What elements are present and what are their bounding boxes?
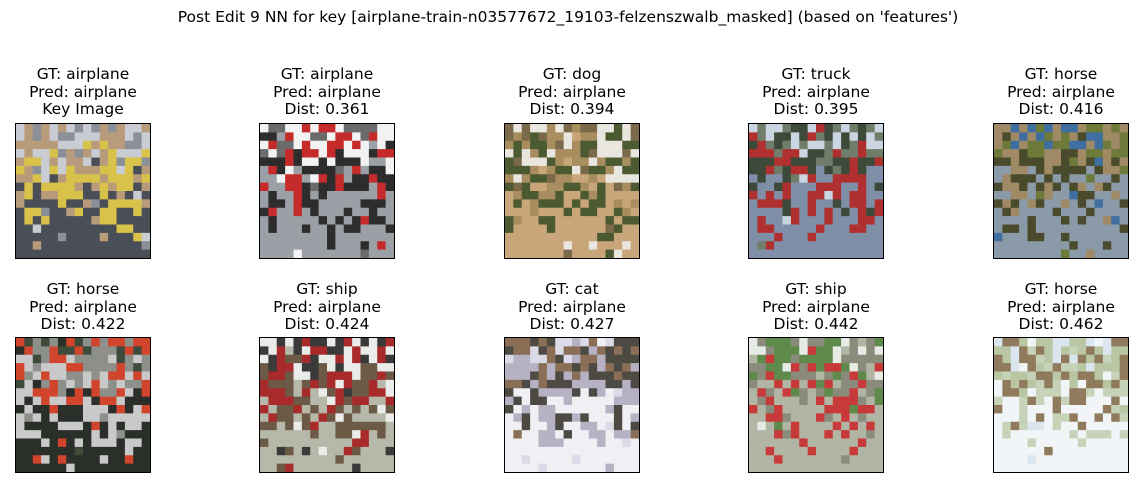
thumbnail-pixels [260, 124, 394, 258]
thumbnail-pixels [16, 124, 150, 258]
neighbor-image-thumbnail [504, 337, 640, 473]
neighbor-image-thumbnail [259, 337, 395, 473]
pred-label: Pred: airplane [29, 297, 137, 316]
neighbor-image-thumbnail [993, 337, 1129, 473]
neighbor-image-thumbnail [748, 337, 884, 473]
pred-label: Pred: airplane [273, 82, 381, 101]
gt-label: GT: airplane [36, 65, 130, 83]
pred-label: Pred: airplane [762, 82, 870, 101]
key-image-label: Key Image [42, 100, 124, 118]
neighbor-image-thumbnail [504, 123, 640, 259]
pred-label: Pred: airplane [273, 297, 381, 316]
distance-label: Dist: 0.416 [1018, 100, 1104, 118]
thumbnail-pixels [749, 124, 883, 258]
neighbor-image-thumbnail [259, 123, 395, 259]
gt-label: GT: horse [1024, 280, 1098, 298]
distance-label: Dist: 0.394 [529, 100, 615, 118]
gt-label: GT: airplane [280, 65, 374, 83]
gt-label: GT: horse [1024, 65, 1098, 83]
figure-title: Post Edit 9 NN for key [airplane-train-n… [177, 8, 959, 26]
distance-label: Dist: 0.442 [773, 315, 859, 333]
neighbor-image-thumbnail [993, 123, 1129, 259]
pred-label: Pred: airplane [1007, 297, 1115, 316]
thumbnail-pixels [994, 338, 1128, 472]
distance-label: Dist: 0.361 [284, 100, 370, 118]
neighbor-image-thumbnail [748, 123, 884, 259]
distance-label: Dist: 0.422 [40, 315, 126, 333]
gt-label: GT: horse [46, 280, 120, 298]
thumbnail-pixels [749, 338, 883, 472]
thumbnail-pixels [994, 124, 1128, 258]
pred-label: Pred: airplane [762, 297, 870, 316]
thumbnail-pixels [260, 338, 394, 472]
pred-label: Pred: airplane [29, 82, 137, 101]
gt-label: GT: dog [542, 65, 602, 83]
distance-label: Dist: 0.424 [284, 315, 370, 333]
distance-label: Dist: 0.462 [1018, 315, 1104, 333]
distance-label: Dist: 0.427 [529, 315, 615, 333]
gt-label: GT: cat [545, 280, 599, 298]
thumbnail-pixels [505, 338, 639, 472]
key-image-thumbnail [15, 123, 151, 259]
thumbnail-pixels [16, 338, 150, 472]
pred-label: Pred: airplane [518, 297, 626, 316]
pred-label: Pred: airplane [1007, 82, 1115, 101]
neighbor-image-thumbnail [15, 337, 151, 473]
gt-label: GT: truck [781, 65, 851, 83]
gt-label: GT: ship [785, 280, 847, 298]
gt-label: GT: ship [296, 280, 358, 298]
distance-label: Dist: 0.395 [773, 100, 859, 118]
pred-label: Pred: airplane [518, 82, 626, 101]
thumbnail-pixels [505, 124, 639, 258]
